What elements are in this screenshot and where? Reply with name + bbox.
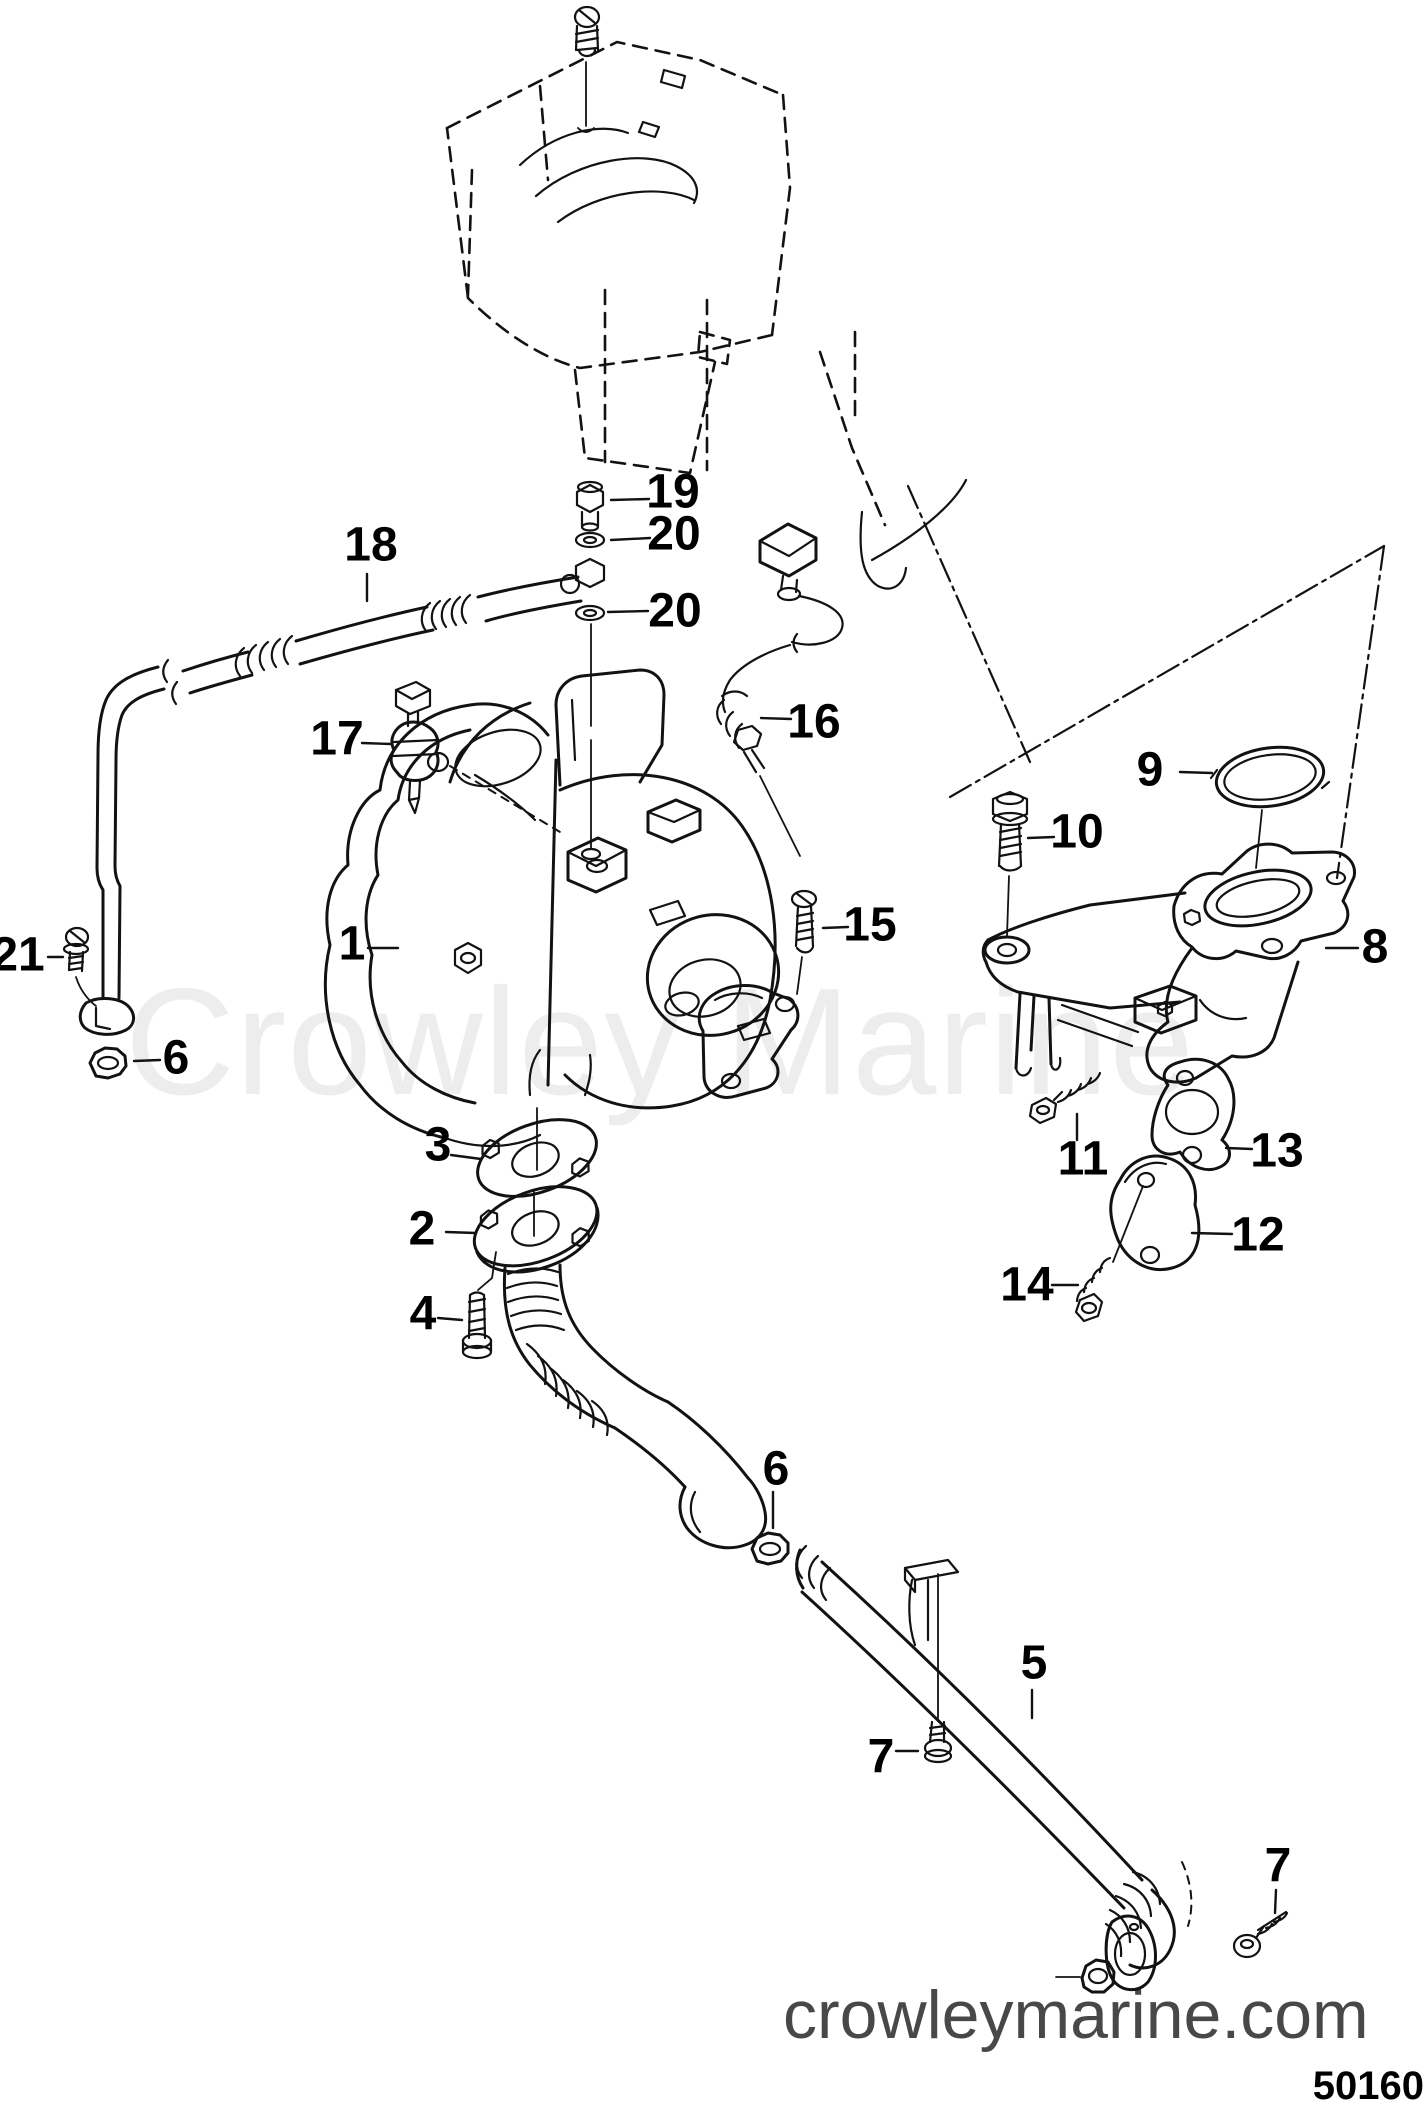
callout-leader-16	[759, 716, 793, 721]
callout-label-18: 18	[344, 519, 397, 572]
seal-ring-left	[88, 1046, 128, 1080]
turbo-outlet-flange	[697, 984, 800, 1099]
callout-label-6: 6	[763, 1443, 790, 1496]
manifold-oring	[1209, 745, 1331, 869]
callout-leader-6	[132, 1058, 162, 1063]
oil-drain-hose	[502, 1263, 768, 1550]
callout-label-21: 21	[0, 929, 45, 982]
callout-leader-19	[609, 497, 651, 502]
oxygen-sensor	[716, 522, 844, 857]
callout-leader-15	[821, 925, 850, 930]
flange-bolt	[461, 1291, 493, 1360]
callout-label-16: 16	[787, 696, 840, 749]
oil-feed-hose	[78, 575, 583, 1036]
turbocharger	[323, 668, 781, 1237]
callout-leader-17	[360, 741, 393, 746]
callout-leader-12	[1190, 1231, 1234, 1236]
callout-label-6: 6	[163, 1032, 190, 1085]
callout-leader-10	[1026, 835, 1056, 840]
cover-plate	[1109, 1154, 1201, 1271]
sensor-boss-bolt	[790, 889, 818, 995]
cover-stud	[1074, 1256, 1112, 1323]
callout-label-10: 10	[1050, 806, 1103, 859]
centerlines	[906, 484, 1386, 880]
callout-label-19: 19	[646, 466, 699, 519]
egr-gasket	[1150, 1057, 1236, 1171]
callout-label-3: 3	[425, 1119, 452, 1172]
seal-ring-center	[750, 1531, 790, 1566]
callout-leader-7	[1273, 1888, 1278, 1915]
manifold-bolt	[1028, 1071, 1102, 1125]
callout-label-7: 7	[868, 1731, 895, 1784]
callout-label-9: 9	[1137, 744, 1164, 797]
callout-label-8: 8	[1362, 921, 1389, 974]
banjo-bolt-and-washers	[559, 480, 606, 861]
callout-label-20: 20	[648, 585, 701, 638]
callout-leader-20	[606, 609, 650, 614]
valve-cover-outline	[445, 40, 968, 590]
callout-label-7: 7	[1265, 1840, 1292, 1893]
diagram-number: 50160	[1312, 2064, 1424, 2108]
callout-label-11: 11	[1058, 1133, 1109, 1186]
callout-label-15: 15	[843, 899, 896, 952]
callout-label-12: 12	[1231, 1209, 1284, 1262]
callout-label-20: 20	[647, 508, 700, 561]
callout-label-5: 5	[1021, 1637, 1048, 1690]
pipe-flange-screw	[1232, 1910, 1289, 1959]
pipe-bracket-bolt	[923, 1720, 953, 1764]
manifold-adapter	[1145, 842, 1356, 1084]
callout-leader-4	[436, 1316, 464, 1322]
callout-leader-9	[1178, 770, 1214, 775]
bracket-bolt	[991, 790, 1029, 937]
callout-label-2: 2	[409, 1203, 436, 1256]
oil-return-gasket	[476, 1118, 598, 1198]
oil-return-pipe	[795, 1544, 1193, 1970]
hose-bracket-bolt	[62, 926, 97, 1007]
oil-return-flange	[472, 1185, 600, 1291]
callout-label-13: 13	[1250, 1125, 1303, 1178]
site-watermark-text: crowleymarine.com	[783, 1977, 1369, 2053]
callout-label-14: 14	[1000, 1259, 1054, 1312]
callout-leader-13	[1224, 1146, 1254, 1151]
callout-leader-20	[609, 536, 652, 542]
callout-label-17: 17	[310, 713, 363, 766]
callout-label-1: 1	[339, 918, 366, 971]
callout-label-4: 4	[410, 1288, 437, 1341]
pipe-end-flange	[1055, 1914, 1157, 1994]
callout-leader-2	[444, 1230, 478, 1235]
valve-cover-bolt	[573, 5, 601, 133]
support-bracket	[981, 891, 1198, 1077]
callout-leader-3	[449, 1153, 483, 1161]
